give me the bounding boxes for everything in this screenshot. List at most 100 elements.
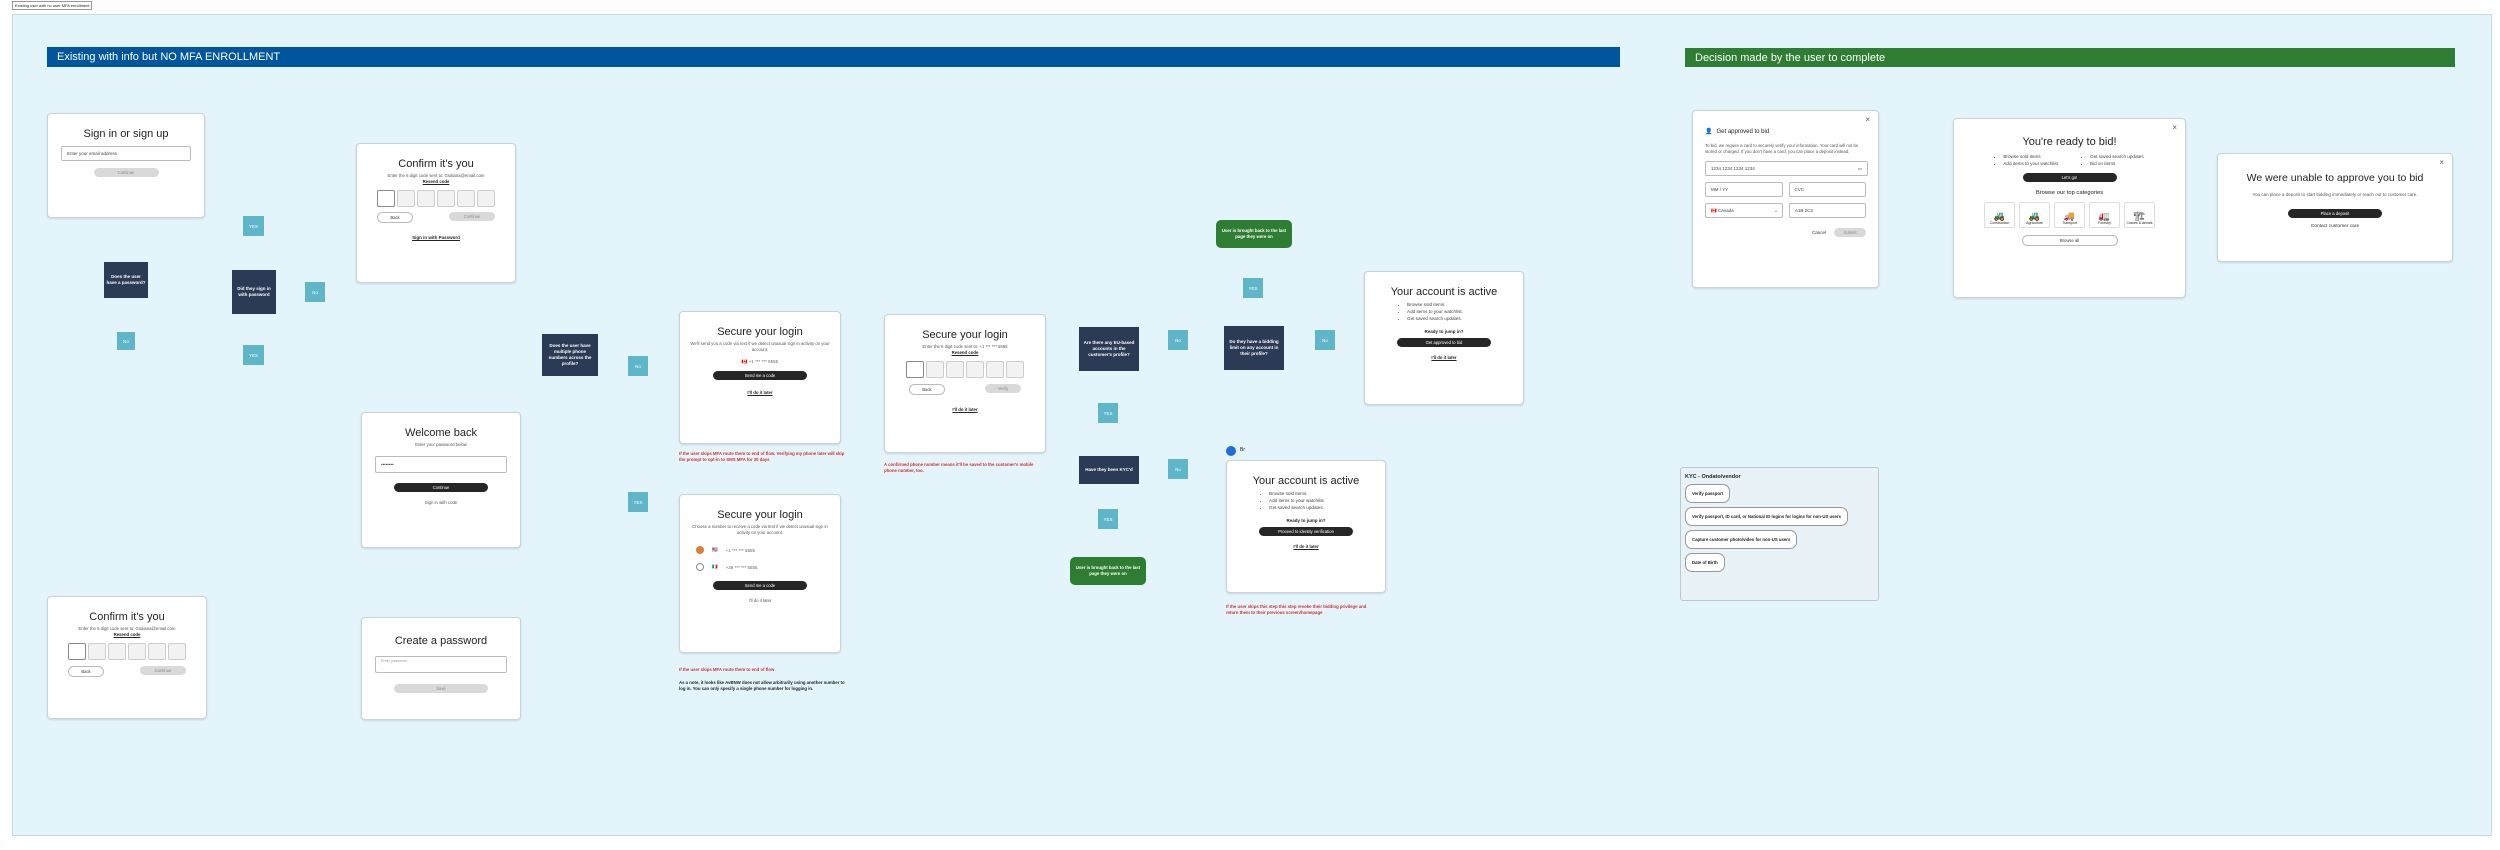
banner-left: Existing with info but NO MFA ENROLLMENT — [47, 47, 1620, 67]
modal-body: To bid, we require a card to securely ve… — [1705, 143, 1859, 155]
cvc-input[interactable]: CVC — [1788, 182, 1866, 198]
place-deposit-button[interactable]: Place a deposit — [2288, 209, 2382, 219]
category-agriculture[interactable]: 🚜Agriculture — [2019, 201, 2050, 228]
continue-button[interactable]: Continue — [93, 168, 159, 177]
card-subtitle: We'll send you a code via text if we det… — [690, 341, 830, 353]
card-title: Welcome back — [405, 427, 477, 439]
code-inputs[interactable] — [885, 361, 1045, 379]
password-value: •••••••• — [381, 462, 394, 468]
account-active-card: Your account is active Browse sold items… — [1364, 271, 1524, 405]
code-inputs[interactable] — [48, 643, 206, 661]
password-input[interactable]: •••••••• — [375, 456, 507, 474]
comment-tag: Br — [1240, 447, 1245, 453]
return-last-page-top: User is brought back to the last page th… — [1216, 220, 1292, 248]
continue-button[interactable]: Continue — [449, 212, 495, 222]
note-skip-mfa-2: If the user skips MFA route them to end … — [679, 667, 775, 672]
back-button[interactable]: Back — [909, 384, 945, 396]
continue-button[interactable]: Continue — [394, 483, 488, 493]
password-input[interactable]: Enter password — [375, 656, 507, 673]
close-icon[interactable]: × — [1865, 115, 1870, 124]
category-forestry[interactable]: 🚛Forestry — [2089, 201, 2120, 228]
user-icon: 👤 — [1705, 129, 1713, 135]
benefits: Browse sold itemsAdd items to your watch… — [1954, 154, 2185, 168]
resend-code-link[interactable]: Resend code — [422, 179, 450, 185]
back-button[interactable]: Back — [377, 212, 413, 224]
later-link[interactable]: I'll do it later — [747, 390, 773, 396]
benefit-list: Browse sold items. Add items to your wat… — [1399, 302, 1523, 323]
lets-go-button[interactable]: Let's go! — [2022, 172, 2117, 182]
get-approved-button[interactable]: Get approved to bid — [1397, 337, 1491, 347]
confirm-code-card: Confirm it's you Enter the 6 digit code … — [356, 143, 516, 283]
card-title: We were unable to approve you to bid — [2246, 172, 2424, 184]
note-single-phone: As a note, it looks like AvBNW does not … — [679, 680, 845, 692]
note-phone-saved: A confirmed phone number means it'll be … — [884, 462, 1034, 474]
send-code-button[interactable]: Send me a code — [713, 371, 807, 381]
kyc-item: Verify passport — [1685, 484, 1731, 503]
resend-code-link[interactable]: Resend code — [951, 350, 979, 356]
category-cranes[interactable]: 🏗Cranes & Aerials — [2124, 201, 2155, 228]
postal-code-input[interactable]: A1B 2C3 — [1788, 203, 1866, 219]
banner-right: Decision made by the user to complete — [1685, 48, 2455, 67]
card-title: Secure your login — [717, 509, 803, 521]
answer-no: No — [1168, 330, 1188, 350]
answer-no: No — [305, 282, 325, 302]
decision-bidding-limit: Do they have a bidding limit on any acco… — [1224, 326, 1284, 370]
expiration-input[interactable]: MM / YY — [1705, 182, 1783, 198]
email-input[interactable]: Enter your email address — [61, 146, 191, 161]
card-title: Secure your login — [717, 326, 803, 338]
continue-button[interactable]: Continue — [140, 666, 186, 676]
answer-yes: YES — [1098, 509, 1118, 529]
decision-kyc: Have they been KYC'd — [1079, 456, 1139, 484]
submit-button[interactable]: Submit — [1834, 228, 1866, 238]
later-link[interactable]: I'll do it later — [748, 598, 772, 604]
decision-multiple-phones: Does the user have multiple phone number… — [542, 334, 598, 376]
later-link[interactable]: I'll do it later — [952, 407, 978, 413]
card-subtitle: Enter the 6 digit code sent to: +1 *** *… — [922, 344, 1008, 349]
comment-marker[interactable] — [1226, 446, 1236, 456]
kyc-item: Capture customer photo/video for non-US … — [1685, 530, 1798, 549]
resend-code-link[interactable]: Resend code — [113, 632, 141, 638]
back-button[interactable]: Back — [68, 666, 104, 678]
card-icon: ▭ — [1857, 165, 1862, 171]
browse-all-button[interactable]: Browse all — [2021, 234, 2118, 246]
identity-verification-button[interactable]: Proceed to identity verification — [1259, 526, 1353, 536]
unable-approve-modal: × We were unable to approve you to bid Y… — [2217, 153, 2453, 262]
card-title: Your account is active — [1390, 286, 1498, 298]
answer-no: No — [1315, 330, 1335, 350]
phone-option-2[interactable]: 🇮🇹+39 *** *** 5555 — [696, 563, 840, 572]
kyc-title: KYC - Ondato/vendor — [1685, 474, 1741, 480]
save-button[interactable]: Save — [394, 684, 488, 693]
category-transport[interactable]: 🚚Transport — [2054, 201, 2085, 228]
decision-eu-accounts: Are there any EU-based accounts in the c… — [1079, 327, 1139, 371]
it-flag-icon: 🇮🇹 — [712, 564, 718, 570]
code-inputs[interactable] — [357, 190, 515, 208]
phone-number: 🇨🇦 +1 *** *** 5555 — [741, 359, 779, 365]
decision-signed-in-password: Did they sign in with password — [232, 270, 276, 314]
later-link[interactable]: I'll do it later — [1293, 543, 1319, 549]
send-code-button[interactable]: Send me a code — [713, 581, 807, 591]
crane-icon: 🏗 — [2133, 210, 2146, 221]
answer-yes: YES — [1098, 403, 1118, 423]
verify-button[interactable]: Verify — [985, 384, 1021, 394]
sign-in-password-link[interactable]: Sign in with Password — [412, 235, 460, 241]
card-title: Secure your login — [922, 329, 1008, 341]
cancel-button[interactable]: Cancel — [1811, 230, 1826, 236]
close-icon[interactable]: × — [2172, 123, 2177, 132]
answer-no: No — [117, 332, 135, 350]
email-value: Enter your email address — [67, 151, 118, 156]
country-select[interactable]: 🇨🇦 Canada⌄ — [1705, 203, 1783, 219]
category-construction[interactable]: 🚜Construction — [1984, 201, 2015, 228]
close-icon[interactable]: × — [2439, 158, 2444, 167]
later-link[interactable]: I'll do it later — [1431, 354, 1457, 360]
card-title: You're ready to bid! — [2022, 136, 2117, 148]
contact-care-link[interactable]: Contact customer care — [2310, 224, 2360, 230]
sign-in-code-link[interactable]: Sign in with code — [424, 500, 458, 506]
card-subtitle: Choose a number to receive a code via te… — [692, 524, 828, 536]
answer-yes: YES — [243, 216, 264, 236]
card-number-input[interactable]: 1234 1234 1234 1234 ▭ — [1705, 161, 1868, 177]
modal-header: 👤Get approved to bid — [1705, 128, 1770, 136]
answer-yes: YES — [1243, 278, 1263, 298]
secure-login-code-card: Secure your login Enter the 6 digit code… — [884, 314, 1046, 453]
secure-login-card: Secure your login We'll send you a code … — [679, 311, 841, 444]
phone-option-1[interactable]: 🇺🇸+1 *** *** 5555 — [696, 546, 840, 555]
